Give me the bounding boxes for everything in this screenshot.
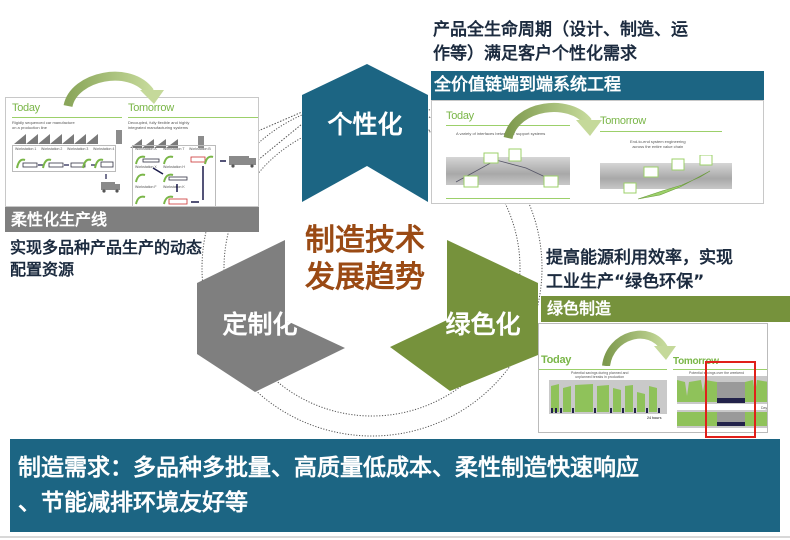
today-subtitle: Potential savings during planned and unp… xyxy=(571,371,629,379)
workstation-label: Workstation 4 xyxy=(93,147,115,151)
factory-roof-icon xyxy=(14,130,122,144)
flexible-line-illustration: Today Rigidly sequenced car manufacture … xyxy=(5,97,259,207)
workstation-label: Workstation H xyxy=(163,165,185,169)
assembly-line-icon xyxy=(16,158,114,169)
flexible-line-caption: 柔性化生产线 xyxy=(5,207,259,232)
workstation-label: Workstation T xyxy=(163,147,185,151)
today-subtitle: Rigidly sequenced car manufacture on a p… xyxy=(12,120,75,130)
tomorrow-rule xyxy=(673,369,767,370)
bottom-divider xyxy=(0,536,790,538)
tomorrow-title: Tomorrow xyxy=(673,356,719,367)
green-label: 绿色化 xyxy=(445,310,521,339)
tomorrow-subtitle: End-to-end system engineering across the… xyxy=(630,139,686,149)
it-systems-icons xyxy=(455,148,559,188)
tomorrow-rule xyxy=(600,131,722,132)
today-axis-label: 24 hours xyxy=(647,416,662,420)
today-title: Today xyxy=(12,102,40,114)
personalization-label: 个性化 xyxy=(327,110,403,139)
hexagon-green xyxy=(390,240,538,391)
transition-arrow-icon xyxy=(503,103,602,140)
today-rule xyxy=(446,125,570,126)
tomorrow-rule xyxy=(128,117,258,118)
workstation-label: Workstation 3 xyxy=(67,147,89,151)
tomorrow-title: Tomorrow xyxy=(600,115,646,127)
workstation-label: Workstation F xyxy=(135,185,157,189)
tomorrow-subtitle: Potential savings over the weekend xyxy=(689,371,745,375)
flexible-line-description: 实现多品种产品生产的动态 配置资源 xyxy=(10,238,203,279)
center-title: 制造技术 发展趋势 xyxy=(305,223,425,295)
workstation-label: Workstation 1 xyxy=(15,147,37,151)
transition-arrow-icon xyxy=(602,330,676,366)
workstation-label: Workstation A xyxy=(135,147,157,151)
manufacturing-demand-banner: 制造需求：多品种多批量、高质量低成本、柔性制造快速响应 、节能减排环境友好等 xyxy=(10,439,780,532)
today-rule xyxy=(539,369,667,370)
tomorrow-axis-label: Day xyxy=(761,406,768,410)
workstation-label: Workstation 2 xyxy=(41,147,63,151)
today-workstations: Workstation 1 Workstation 2 Workstation … xyxy=(12,145,116,172)
today-rule xyxy=(12,117,122,118)
transition-arrow-icon xyxy=(63,71,164,108)
today-title: Today xyxy=(541,354,572,366)
delivery-truck-icon xyxy=(220,156,256,168)
factory-photo xyxy=(600,163,732,189)
value-chain-illustration: Today A variety of interfaces between IT… xyxy=(431,100,764,204)
flexible-network-icon xyxy=(135,155,214,205)
hexagon-personalization xyxy=(302,64,428,202)
value-chain-caption: 全价值链端到端系统工程 xyxy=(431,71,764,100)
customization-label: 定制化 xyxy=(222,310,298,339)
weekend-savings-highlight xyxy=(705,361,756,438)
workstation-label: Workstation B xyxy=(189,147,211,151)
lifecycle-description: 产品全生命周期（设计、制造、运 作等）满足客户个性化需求 xyxy=(433,20,688,64)
end-to-end-chain-icon xyxy=(623,155,713,200)
workstation-label: Workstation K xyxy=(163,185,185,189)
tomorrow-title: Tomorrow xyxy=(128,102,174,114)
today-bottom-rule xyxy=(446,198,570,199)
energy-usage-chart-today xyxy=(549,380,667,414)
today-subtitle: A variety of interfaces between IT suppo… xyxy=(456,131,546,136)
today-title: Today xyxy=(446,110,474,122)
energy-efficiency-description: 提高能源利用效率，实现 工业生产“绿色环保” xyxy=(546,248,733,292)
tomorrow-subtitle: Decoupled, fully flexible and highly int… xyxy=(128,120,190,130)
energy-usage-chart-tomorrow xyxy=(677,376,767,428)
green-manufacturing-caption: 绿色制造 xyxy=(541,296,790,322)
workstation-label: Workstation X xyxy=(135,165,157,169)
truck-icon xyxy=(101,174,120,193)
tomorrow-workstations: Workstation A Workstation T Workstation … xyxy=(132,145,216,206)
